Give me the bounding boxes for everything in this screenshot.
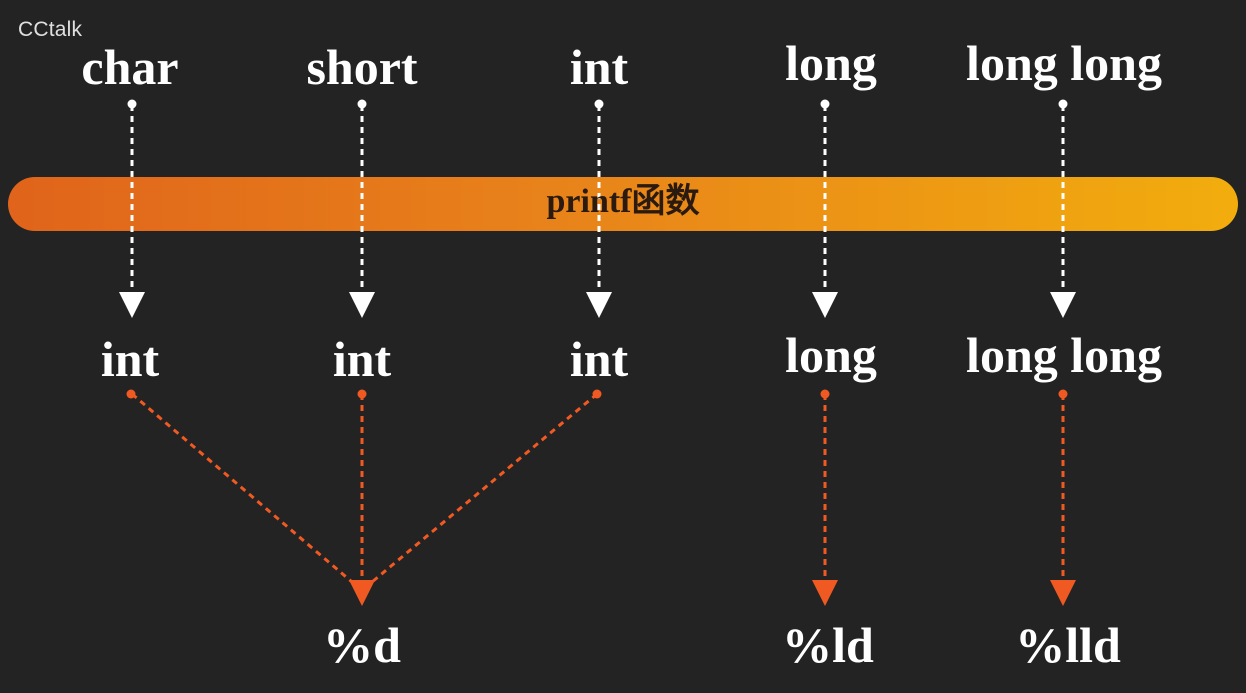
source-type-int: int: [569, 39, 629, 95]
arrow-int1-to-d: [131, 392, 353, 584]
white-arrow-dots: [127, 99, 1068, 109]
format-specifier-ld: %ld: [782, 617, 874, 673]
format-specifier-lld: %lld: [1015, 617, 1121, 673]
promoted-type-int-2: int: [332, 331, 392, 387]
printf-function-bar: [8, 177, 1238, 231]
source-type-long: long: [785, 35, 877, 91]
white-arrow-heads: [119, 292, 1076, 318]
orange-arrows: [131, 392, 1065, 584]
format-specifier-d: %d: [323, 617, 401, 673]
orange-arrow-dots: [126, 389, 1068, 399]
cctalk-watermark: CCtalk: [18, 18, 83, 41]
arrow-int3-to-d: [371, 392, 598, 584]
promoted-type-long-long: long long: [966, 327, 1162, 383]
source-type-char: char: [81, 39, 179, 95]
source-type-short: short: [306, 39, 418, 95]
promoted-type-int-3: int: [569, 331, 629, 387]
white-arrows: [130, 105, 1065, 292]
promoted-type-long: long: [785, 327, 877, 383]
printf-function-label: printf函数: [546, 183, 700, 220]
promoted-type-int-1: int: [100, 331, 160, 387]
source-type-long-long: long long: [966, 35, 1162, 91]
orange-arrow-heads: [349, 580, 1076, 606]
